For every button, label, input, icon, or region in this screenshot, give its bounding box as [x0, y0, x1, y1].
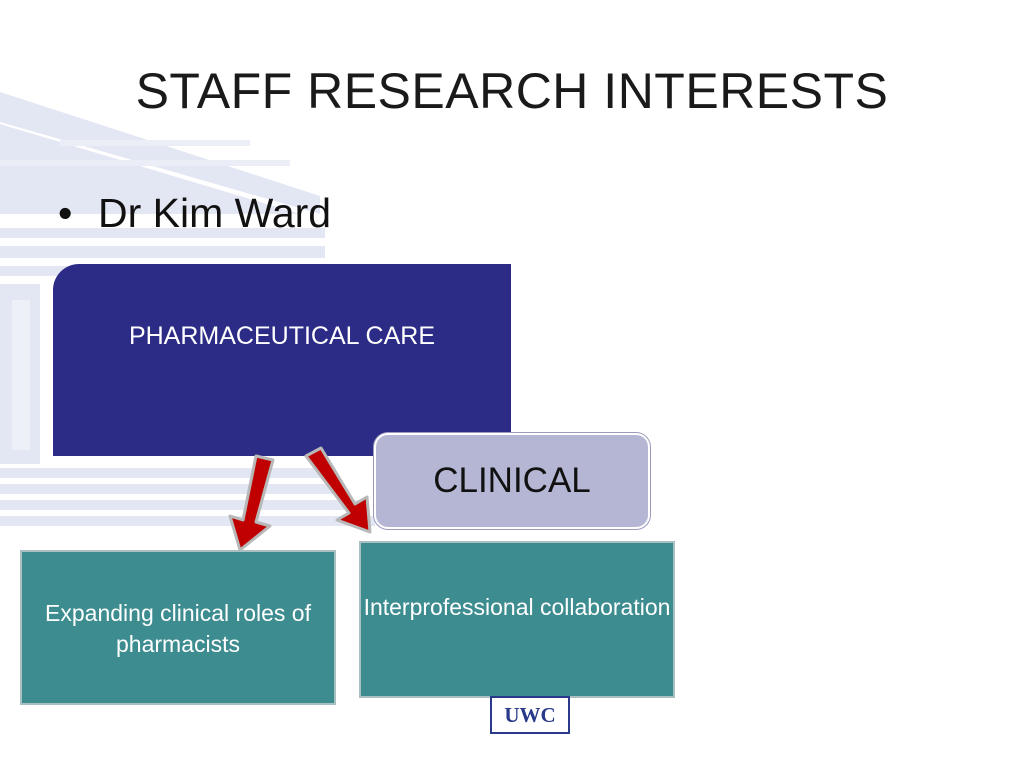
bullet-text: Dr Kim Ward	[98, 190, 332, 236]
main-topic-label: PHARMACEUTICAL CARE	[128, 322, 436, 350]
subtopic-label: Expanding clinical roles of pharmacists	[45, 600, 311, 657]
clinical-box: CLINICAL	[374, 433, 650, 529]
bullet-item: • Dr Kim Ward	[58, 190, 331, 237]
bullet-dot: •	[58, 190, 73, 236]
slide-title: STAFF RESEARCH INTERESTS	[135, 63, 889, 119]
subtopic-box-interprofessional: Interprofessional collaboration	[359, 541, 675, 698]
subtopic-box-expanding-roles: Expanding clinical roles of pharmacists	[20, 550, 336, 705]
pharmaceutical-care-box: PHARMACEUTICAL CARE	[53, 264, 511, 456]
subtopic-label: Interprofessional collaboration	[363, 594, 671, 620]
uwc-logo: UWC	[490, 696, 570, 734]
